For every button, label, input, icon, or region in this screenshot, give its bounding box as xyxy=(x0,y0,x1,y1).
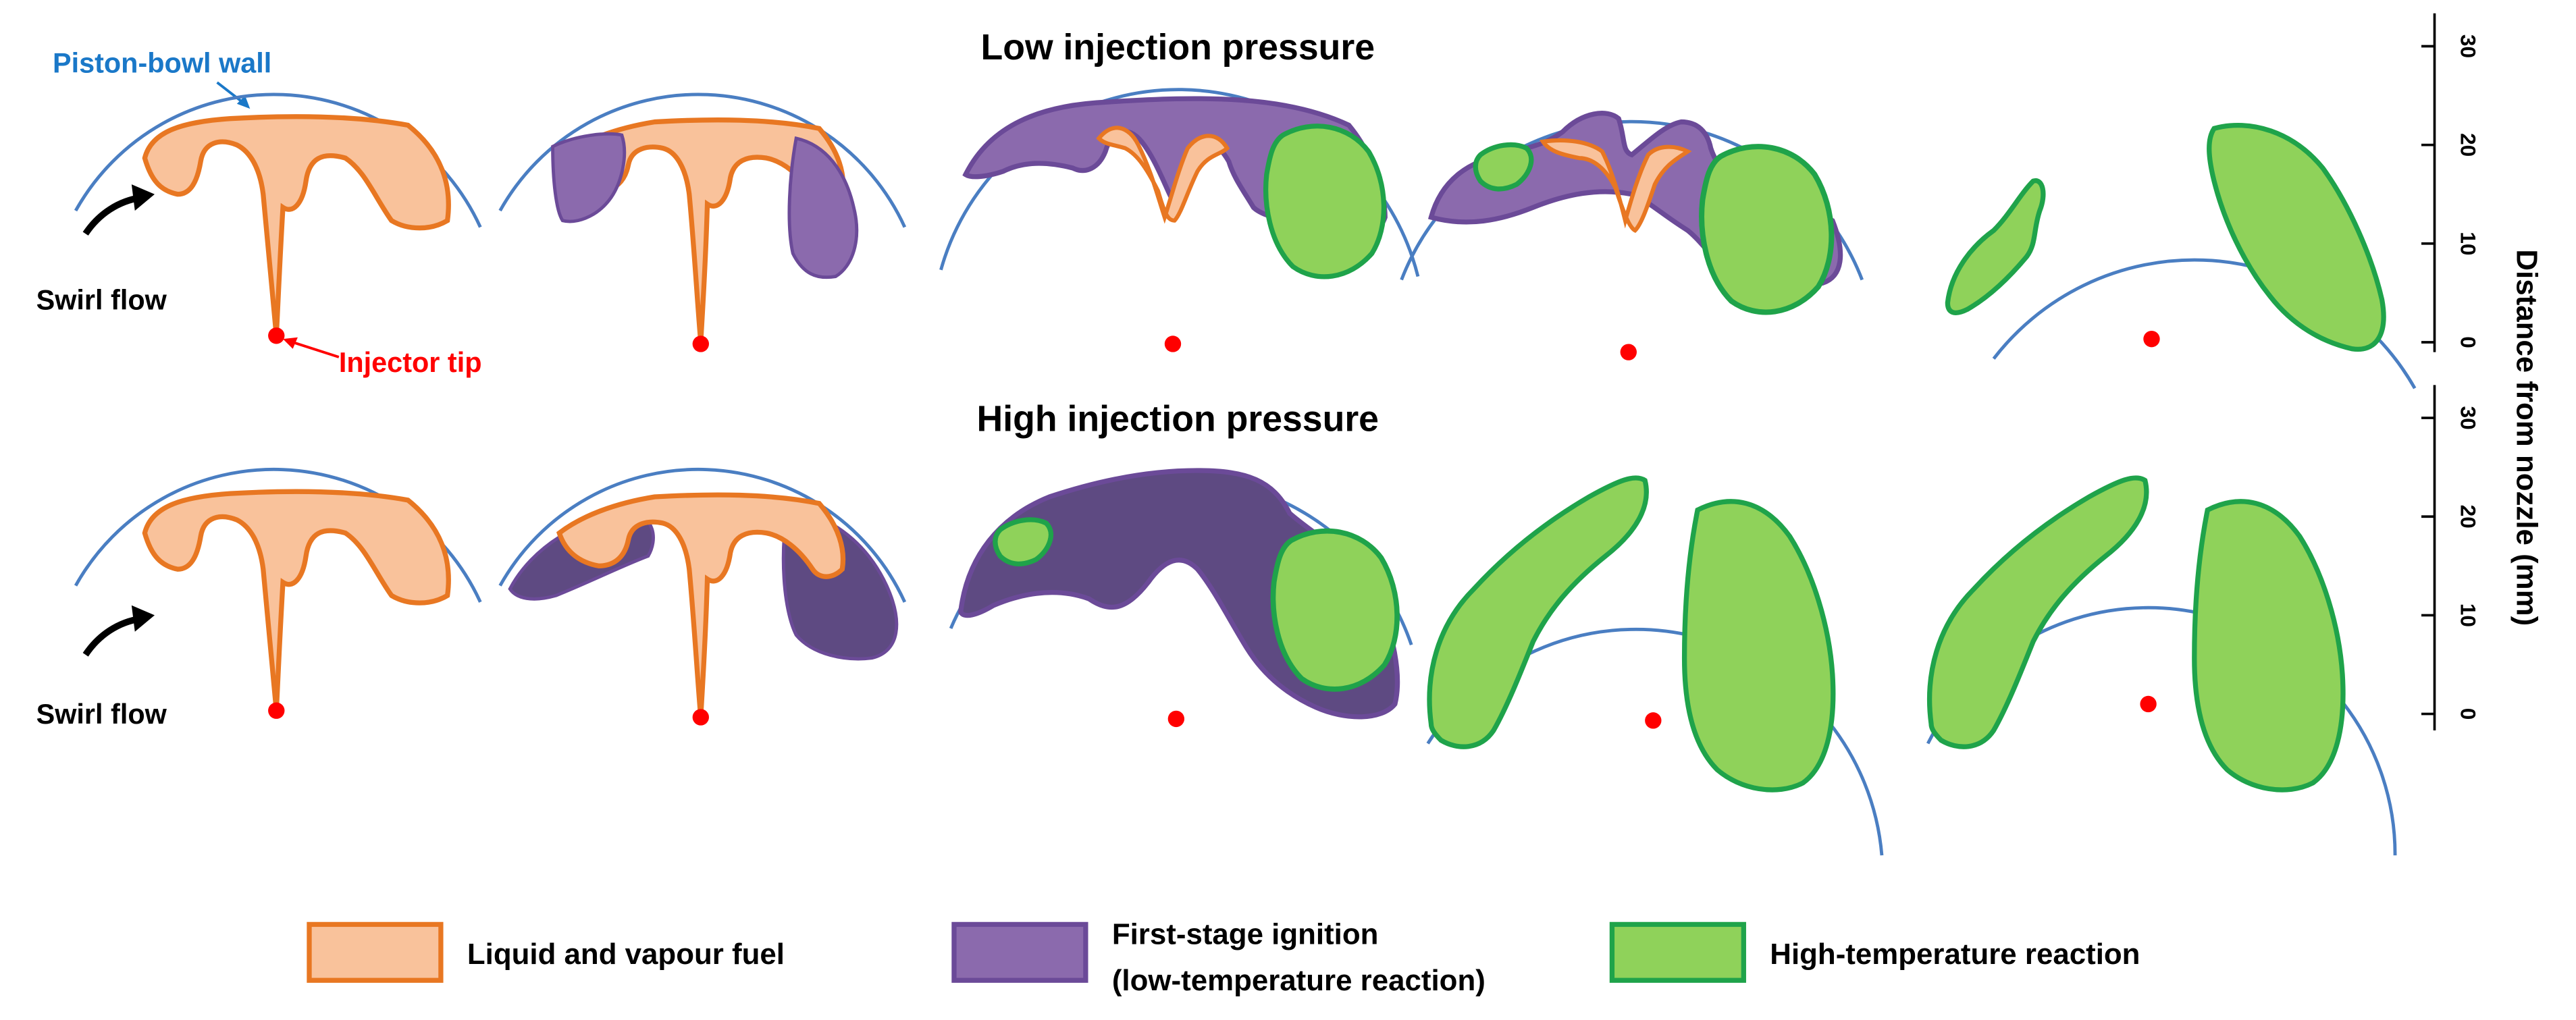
injector-dot xyxy=(1620,344,1637,360)
legend-swatch-high-temp xyxy=(1609,921,1746,983)
injector-dot xyxy=(2140,695,2157,713)
distance-axis: 30 20 10 0 30 20 10 0 Distance from nozz… xyxy=(2421,13,2543,730)
injector-dot xyxy=(692,335,709,352)
legend-label-low-temp-line1: First-stage ignition xyxy=(1112,918,1379,951)
swirl-flow-arrow-low xyxy=(82,194,142,236)
low-pressure-panel-2 xyxy=(498,92,907,352)
axis-tick-label: 30 xyxy=(2456,406,2480,429)
bowl-wall-arc xyxy=(498,467,907,603)
high-temp-region xyxy=(2194,502,2343,790)
injector-tip-label: Injector tip xyxy=(339,347,482,378)
axis-tick-label: 10 xyxy=(2456,232,2480,255)
swirl-flow-label-low: Swirl flow xyxy=(36,284,167,315)
injector-dot xyxy=(268,327,285,344)
axis-tick-label: 20 xyxy=(2456,133,2480,157)
axis-tick-label: 30 xyxy=(2456,34,2480,58)
high-pressure-panel-4 xyxy=(1426,478,1884,856)
injector-pointer-arrow xyxy=(292,341,340,358)
bowl-wall-arc xyxy=(498,92,907,228)
high-pressure-panel-2 xyxy=(498,467,907,726)
axis-tick-label: 0 xyxy=(2456,336,2480,348)
high-pressure-panel-5 xyxy=(1926,478,2397,856)
swirl-arrowhead-high xyxy=(131,605,155,632)
injector-dot xyxy=(1167,710,1185,728)
legend-label-low-temp-line2: (low-temperature reaction) xyxy=(1112,964,1486,997)
high-temp-region xyxy=(1273,531,1398,689)
high-pressure-panel-3 xyxy=(949,468,1413,728)
wall-pointer-arrowhead xyxy=(236,95,251,109)
high-temp-region xyxy=(1945,178,2046,315)
fuel-spray xyxy=(144,117,448,335)
legend-swatch-fuel xyxy=(307,921,444,983)
legend: Liquid and vapour fuel First-stage ignit… xyxy=(307,918,2140,997)
low-pressure-panel-4 xyxy=(1400,113,1864,360)
legend-swatch-low-temp xyxy=(951,921,1088,983)
low-pressure-panel-5 xyxy=(1945,122,2417,390)
high-temp-region xyxy=(1429,478,1646,747)
injector-dot xyxy=(268,702,285,719)
fuel-spray xyxy=(1096,126,1230,224)
axis-tick-label: 20 xyxy=(2456,505,2480,529)
axis-tick-label: 0 xyxy=(2456,708,2480,720)
low-pressure-title: Low injection pressure xyxy=(981,27,1375,68)
low-temp-region xyxy=(789,138,857,277)
swirl-flow-arrow-high xyxy=(82,615,142,657)
swirl-arrowhead-low xyxy=(131,184,155,211)
high-temp-region xyxy=(1685,502,1833,790)
axis-title: Distance from nozzle (mm) xyxy=(2510,249,2543,626)
high-temp-region xyxy=(1702,146,1831,312)
injector-dot xyxy=(1645,712,1662,729)
injector-dot xyxy=(692,709,709,726)
high-temp-region xyxy=(1930,478,2147,747)
high-pressure-panel-1 xyxy=(74,467,482,719)
legend-label-fuel: Liquid and vapour fuel xyxy=(467,938,785,971)
fuel-spray xyxy=(144,491,448,710)
injector-dot xyxy=(1164,335,1182,352)
high-temp-region xyxy=(1266,126,1384,277)
legend-label-high-temp: High-temperature reaction xyxy=(1770,938,2140,971)
low-pressure-panel-3 xyxy=(939,88,1420,352)
high-pressure-title: High injection pressure xyxy=(977,399,1379,439)
low-temp-region xyxy=(553,134,625,221)
fuel-spray xyxy=(1539,138,1692,234)
axis-tick-label: 10 xyxy=(2456,603,2480,627)
piston-bowl-wall-label: Piston-bowl wall xyxy=(53,47,271,78)
low-pressure-panel-1 xyxy=(74,92,482,344)
injector-dot xyxy=(2143,330,2160,348)
swirl-flow-label-high: Swirl flow xyxy=(36,699,167,730)
high-temp-region xyxy=(2207,122,2386,352)
